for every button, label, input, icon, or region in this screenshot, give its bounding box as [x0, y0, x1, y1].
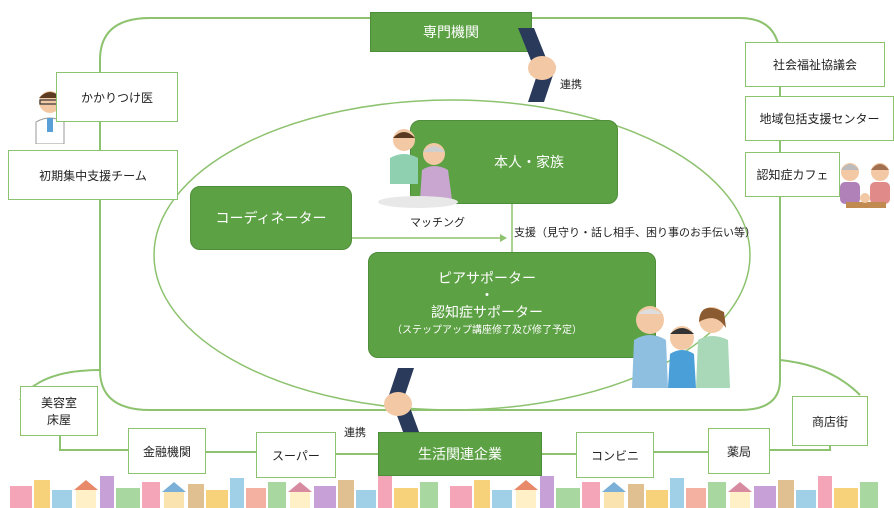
financial-institution-label: 金融機関 [142, 444, 191, 459]
shopping-street-box: 商店街 [792, 396, 868, 446]
community-support-center-box: 地域包括支援センター [745, 96, 894, 141]
supporter-box: ピアサポーター ・ 認知症サポーター （ステップアップ講座修了及び修了予定） [368, 252, 656, 358]
initial-support-team-box: 初期集中支援チーム [8, 150, 178, 200]
handshake-icon [384, 368, 422, 440]
family-doctor-label: かかりつけ医 [80, 90, 154, 105]
convenience-store-box: コンビニ [576, 432, 654, 478]
life-business-box: 生活関連企業 [378, 432, 542, 476]
supporter-dot: ・ [480, 288, 494, 304]
supermarket-label: スーパー [272, 448, 320, 463]
convenience-store-label: コンビニ [590, 448, 639, 463]
step-up-note: （ステップアップ講座修了及び修了予定） [392, 325, 582, 336]
matching-arrowhead [500, 234, 507, 242]
caregiver-elderly-icon [378, 129, 458, 208]
bottom-curve-right [779, 359, 861, 396]
doctor-icon [35, 91, 65, 144]
outer-loop [99, 17, 781, 411]
dementia-cafe-label: 認知症カフェ [756, 168, 829, 182]
renkei-top-label: 連携 [560, 78, 582, 91]
matching-label: マッチング [410, 216, 465, 229]
coordinator-label: コーディネーター [215, 211, 327, 227]
shopping-street-label: 商店街 [811, 414, 848, 429]
coordinator-box: コーディネーター [190, 186, 352, 250]
pharmacy-label: 薬局 [726, 444, 751, 459]
family-supporters-icon [632, 306, 730, 388]
financial-institution-box: 金融機関 [128, 428, 206, 474]
inner-ellipse [153, 99, 751, 411]
life-business-label: 生活関連企業 [418, 447, 502, 463]
beauty-salon-box: 美容室 床屋 [20, 386, 98, 436]
renkei-bottom-label: 連携 [344, 426, 366, 439]
pharmacy-box: 薬局 [708, 428, 770, 474]
social-welfare-council-label: 社会福祉協議会 [772, 58, 857, 72]
handshake-icon [518, 28, 556, 102]
townscape-icon [10, 476, 878, 508]
dementia-supporter-label: 認知症サポーター [431, 305, 543, 321]
dementia-cafe-box: 認知症カフェ [745, 152, 840, 197]
social-welfare-council-box: 社会福祉協議会 [745, 42, 885, 87]
peer-supporter-label: ピアサポーター [438, 271, 536, 287]
cafe-people-icon [840, 163, 890, 208]
supermarket-box: スーパー [256, 432, 336, 478]
beauty-salon-label: 美容室 [40, 396, 77, 410]
person-family-label: 本人・家族 [494, 155, 564, 171]
community-support-center-label: 地域包括支援センター [759, 112, 880, 126]
specialist-label: 専門機関 [423, 25, 479, 41]
specialist-box: 専門機関 [370, 12, 532, 52]
initial-support-team-label: 初期集中支援チーム [39, 168, 147, 183]
support-label: 支援（見守り・話し相手、困り事のお手伝い等） [514, 226, 756, 239]
barber-label: 床屋 [46, 413, 71, 427]
family-doctor-box: かかりつけ医 [56, 72, 178, 122]
